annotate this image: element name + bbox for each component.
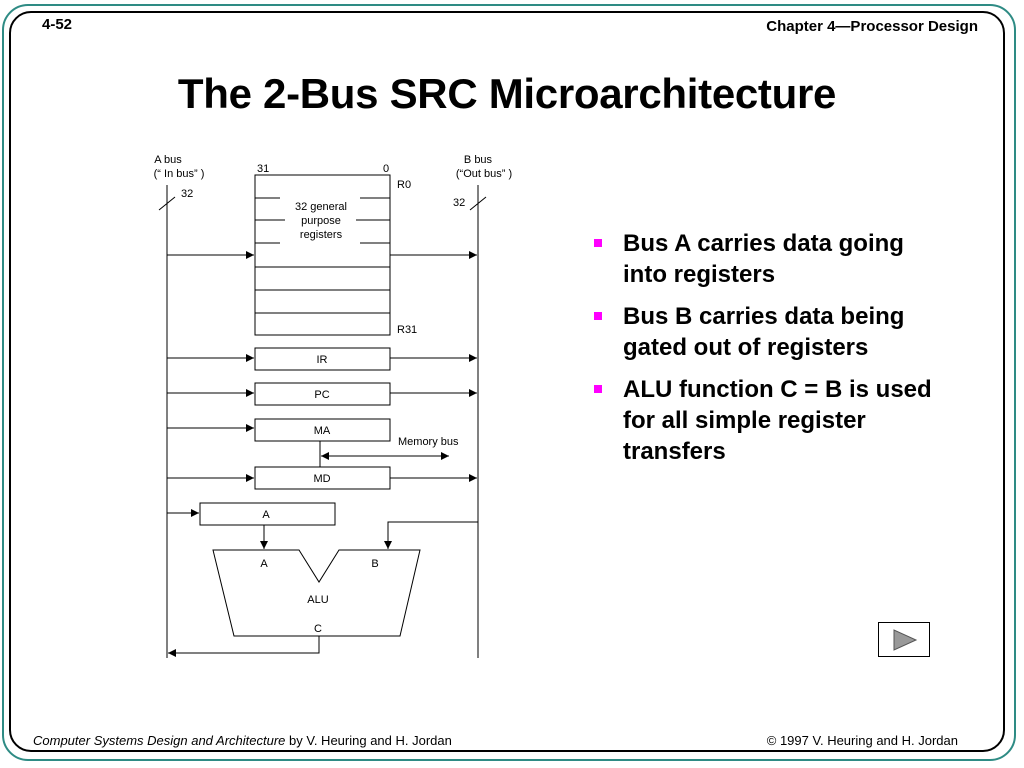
ma-register (254, 418, 391, 442)
play-triangle-icon (893, 629, 918, 651)
b-bus-label: B bus (464, 154, 493, 166)
reg-last-label: R31 (397, 324, 417, 336)
pc-label: PC (314, 389, 329, 401)
alu-output-arrow (168, 636, 320, 657)
slide-inner-border (9, 11, 1005, 752)
a-register-label: A (262, 509, 270, 521)
alu-label: ALU (307, 594, 328, 606)
a-bus-width-slash (158, 196, 176, 211)
ir-label: IR (317, 354, 328, 366)
ir-register (254, 347, 391, 371)
a-bus-label: A bus (154, 154, 182, 166)
reg-first-label: R0 (397, 179, 411, 191)
bit-low-label: 0 (383, 163, 389, 175)
next-slide-button[interactable] (878, 622, 930, 657)
regfile-label-2: purpose (301, 215, 341, 227)
ma-label: MA (314, 425, 331, 437)
slide-outer-border (2, 4, 1016, 761)
memory-bus-label: Memory bus (398, 436, 459, 448)
b-bus-sublabel: (“Out bus” ) (456, 168, 512, 180)
b-bus-width: 32 (453, 197, 465, 209)
footer-authors: by V. Heuring and H. Jordan (285, 733, 452, 748)
footer-copyright: © 1997 V. Heuring and H. Jordan (766, 733, 958, 748)
regfile-label-1: 32 general (295, 201, 347, 213)
md-label: MD (313, 473, 330, 485)
bit-high-label: 31 (257, 163, 269, 175)
a-bus-sublabel: (“ In bus” ) (154, 168, 205, 180)
regfile-label-3: registers (300, 229, 343, 241)
alu-input-b-label: B (371, 558, 378, 570)
pc-register (254, 382, 391, 406)
bullet-square-icon (594, 312, 602, 320)
bullet-item: ALU function C = B is used for all simpl… (594, 374, 934, 467)
alu-shape (212, 549, 421, 637)
bullet-square-icon (594, 385, 602, 393)
alu-output-label: C (314, 623, 322, 635)
chapter-title: Chapter 4—Processor Design (766, 18, 978, 35)
slide-number: 4-52 (42, 16, 73, 33)
bullet-item: Bus A carries data going into registers (594, 228, 934, 290)
a-register (199, 502, 336, 526)
footer-book-title: Computer Systems Design and Architecture (33, 733, 286, 748)
slide-title: The 2-Bus SRC Microarchitecture (177, 70, 837, 117)
footer-book: Computer Systems Design and Architecture… (33, 733, 452, 748)
bullet-list: Bus A carries data going into registers … (594, 228, 934, 478)
bullet-item: Bus B carries data being gated out of re… (594, 301, 934, 363)
b-bus-width-slash (469, 196, 487, 211)
bullet-square-icon (594, 239, 602, 247)
register-file (254, 174, 391, 336)
b-bus-to-alu-arrow (384, 521, 478, 549)
alu-input-a-label: A (260, 558, 268, 570)
a-bus-width: 32 (181, 188, 193, 200)
